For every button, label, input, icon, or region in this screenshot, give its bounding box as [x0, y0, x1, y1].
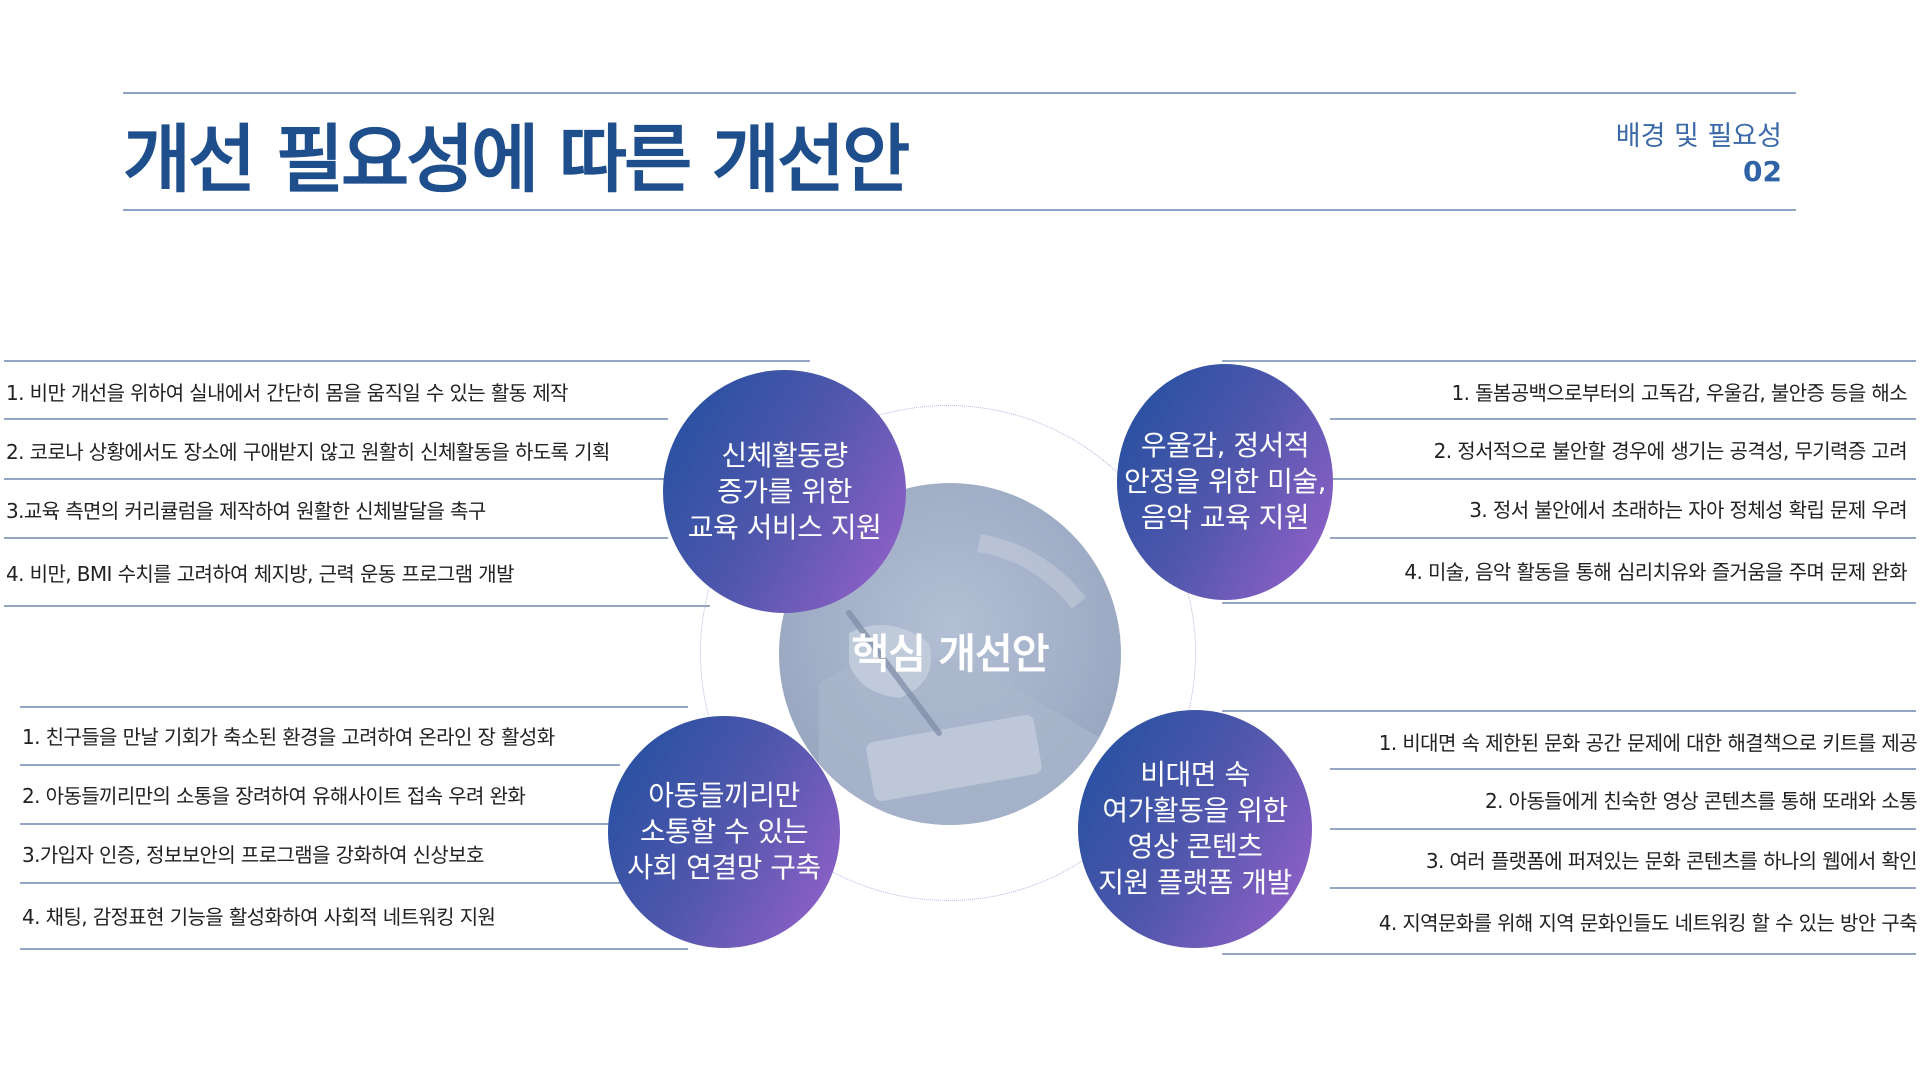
topic-title-line: 신체활동량: [721, 438, 847, 474]
t3-rule-1: [20, 764, 620, 766]
t1-rule-4: [4, 605, 710, 607]
t1-item-1: 1. 비만 개선을 위하여 실내에서 간단히 몸을 움직일 수 있는 활동 제작: [6, 380, 568, 406]
topic-title-line: 영상 콘텐츠: [1128, 829, 1263, 865]
topic-title-line: 지원 플랫폼 개발: [1098, 865, 1292, 901]
t2-rule-0: [1222, 360, 1916, 362]
t3-item-1: 1. 친구들을 만날 기회가 축소된 환경을 고려하여 온라인 장 활성화: [22, 724, 555, 750]
t2-rule-4: [1222, 602, 1916, 604]
topic-title-line: 아동들끼리만: [648, 778, 800, 814]
t3-rule-2: [20, 823, 620, 825]
t4-rule-4: [1222, 953, 1916, 955]
t1-item-3: 3.교육 측면의 커리큘럼을 제작하여 원활한 신체발달을 촉구: [6, 498, 486, 524]
page-number: 02: [1743, 155, 1782, 188]
t3-rule-4: [20, 948, 688, 950]
t4-rule-0: [1222, 710, 1916, 712]
center-label: 핵심 개선안: [779, 620, 1121, 680]
topic-title-line: 소통할 수 있는: [640, 814, 808, 850]
header-bottom-rule: [123, 209, 1796, 211]
t4-rule-3: [1330, 887, 1916, 889]
topic-bubble-physical-activity: 신체활동량 증가를 위한 교육 서비스 지원: [663, 370, 906, 613]
t3-rule-3: [20, 882, 620, 884]
header-top-rule: [123, 92, 1796, 94]
t1-rule-1: [4, 418, 668, 420]
t1-rule-0: [4, 360, 810, 362]
t1-rule-2: [4, 478, 668, 480]
t4-item-2: 2. 아동들에게 친숙한 영상 콘텐츠를 통해 또래와 소통: [1485, 788, 1917, 814]
topic-bubble-video-content-platform: 비대면 속 여가활동을 위한 영상 콘텐츠 지원 플랫폼 개발: [1078, 710, 1312, 948]
t3-item-3: 3.가입자 인증, 정보보안의 프로그램을 강화하여 신상보호: [22, 842, 484, 868]
t2-item-3: 3. 정서 불안에서 초래하는 자아 정체성 확립 문제 우려: [1469, 497, 1907, 523]
t4-item-4: 4. 지역문화를 위해 지역 문화인들도 네트워킹 할 수 있는 방안 구축: [1379, 910, 1917, 936]
topic-title-line: 비대면 속: [1140, 757, 1249, 793]
topic-title-line: 안정을 위한 미술,: [1124, 464, 1326, 500]
t2-item-4: 4. 미술, 음악 활동을 통해 심리치유와 즐거움을 주며 문제 완화: [1404, 559, 1907, 585]
topic-bubble-emotional-art-music: 우울감, 정서적 안정을 위한 미술, 음악 교육 지원: [1117, 364, 1333, 600]
t2-rule-3: [1330, 537, 1916, 539]
topic-title-line: 사회 연결망 구축: [627, 850, 821, 886]
t1-rule-3: [4, 537, 668, 539]
t2-rule-2: [1330, 478, 1916, 480]
t4-rule-2: [1330, 828, 1916, 830]
t2-item-1: 1. 돌봄공백으로부터의 고독감, 우울감, 불안증 등을 해소: [1451, 380, 1907, 406]
t3-item-2: 2. 아동들끼리만의 소통을 장려하여 유해사이트 접속 우려 완화: [22, 783, 525, 809]
topic-title-line: 증가를 위한: [717, 474, 852, 510]
t1-item-4: 4. 비만, BMI 수치를 고려하여 체지방, 근력 운동 프로그램 개발: [6, 561, 514, 587]
topic-bubble-child-social-network: 아동들끼리만 소통할 수 있는 사회 연결망 구축: [608, 716, 840, 948]
t3-rule-0: [20, 706, 688, 708]
t1-item-2: 2. 코로나 상황에서도 장소에 구애받지 않고 원활히 신체활동을 하도록 기…: [6, 439, 610, 465]
t4-item-1: 1. 비대면 속 제한된 문화 공간 문제에 대한 해결책으로 키트를 제공: [1379, 730, 1917, 756]
topic-title-line: 우울감, 정서적: [1141, 428, 1309, 464]
t4-item-3: 3. 여러 플랫폼에 퍼져있는 문화 콘텐츠를 하나의 웹에서 확인: [1426, 848, 1917, 874]
t2-rule-1: [1330, 418, 1916, 420]
t4-rule-1: [1330, 768, 1916, 770]
t2-item-2: 2. 정서적으로 불안할 경우에 생기는 공격성, 무기력증 고려: [1434, 438, 1907, 464]
page-title: 개선 필요성에 따른 개선안: [123, 100, 907, 207]
topic-title-line: 음악 교육 지원: [1141, 500, 1309, 536]
section-label: 배경 및 필요성: [1616, 114, 1782, 153]
topic-title-line: 교육 서비스 지원: [688, 510, 882, 546]
topic-title-line: 여가활동을 위한: [1102, 793, 1287, 829]
t3-item-4: 4. 채팅, 감정표현 기능을 활성화하여 사회적 네트워킹 지원: [22, 904, 495, 930]
